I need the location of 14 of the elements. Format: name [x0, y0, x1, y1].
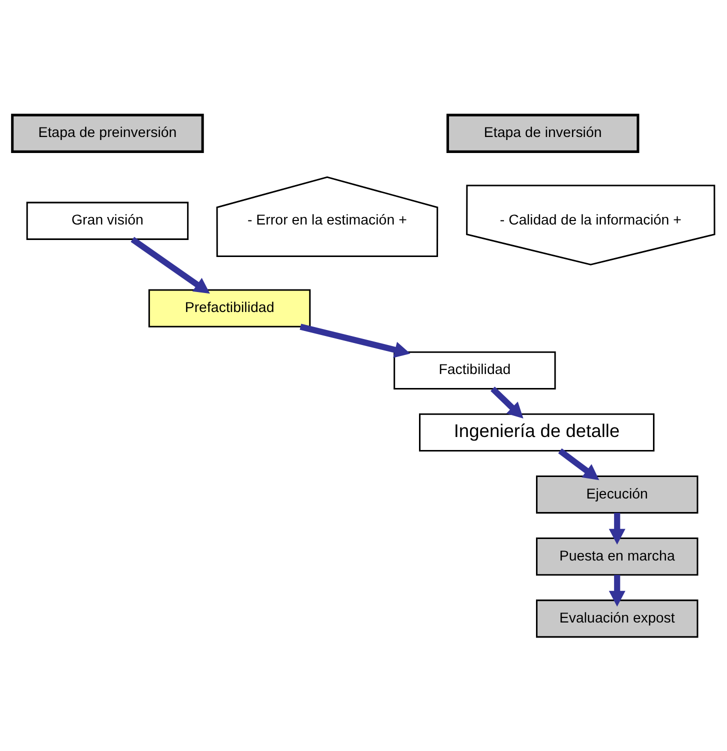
- node-box: Ejecución: [536, 474, 698, 514]
- node-box: Evaluación expost: [536, 599, 698, 638]
- arrow: [608, 512, 626, 544]
- node-box: Factibilidad: [394, 350, 556, 389]
- node-box: Gran visión: [26, 201, 189, 240]
- node-box: Etapa de preinversión: [11, 113, 204, 152]
- node-box: Prefactibilidad: [148, 288, 311, 327]
- node-box: Ingeniería de detalle: [419, 412, 654, 452]
- arrow: [300, 323, 410, 358]
- node-box: Etapa de inversión: [446, 113, 640, 152]
- arrow: [130, 236, 210, 294]
- arrow: [608, 574, 626, 606]
- arrow: [490, 386, 524, 418]
- node-box: Puesta en marcha: [536, 537, 698, 576]
